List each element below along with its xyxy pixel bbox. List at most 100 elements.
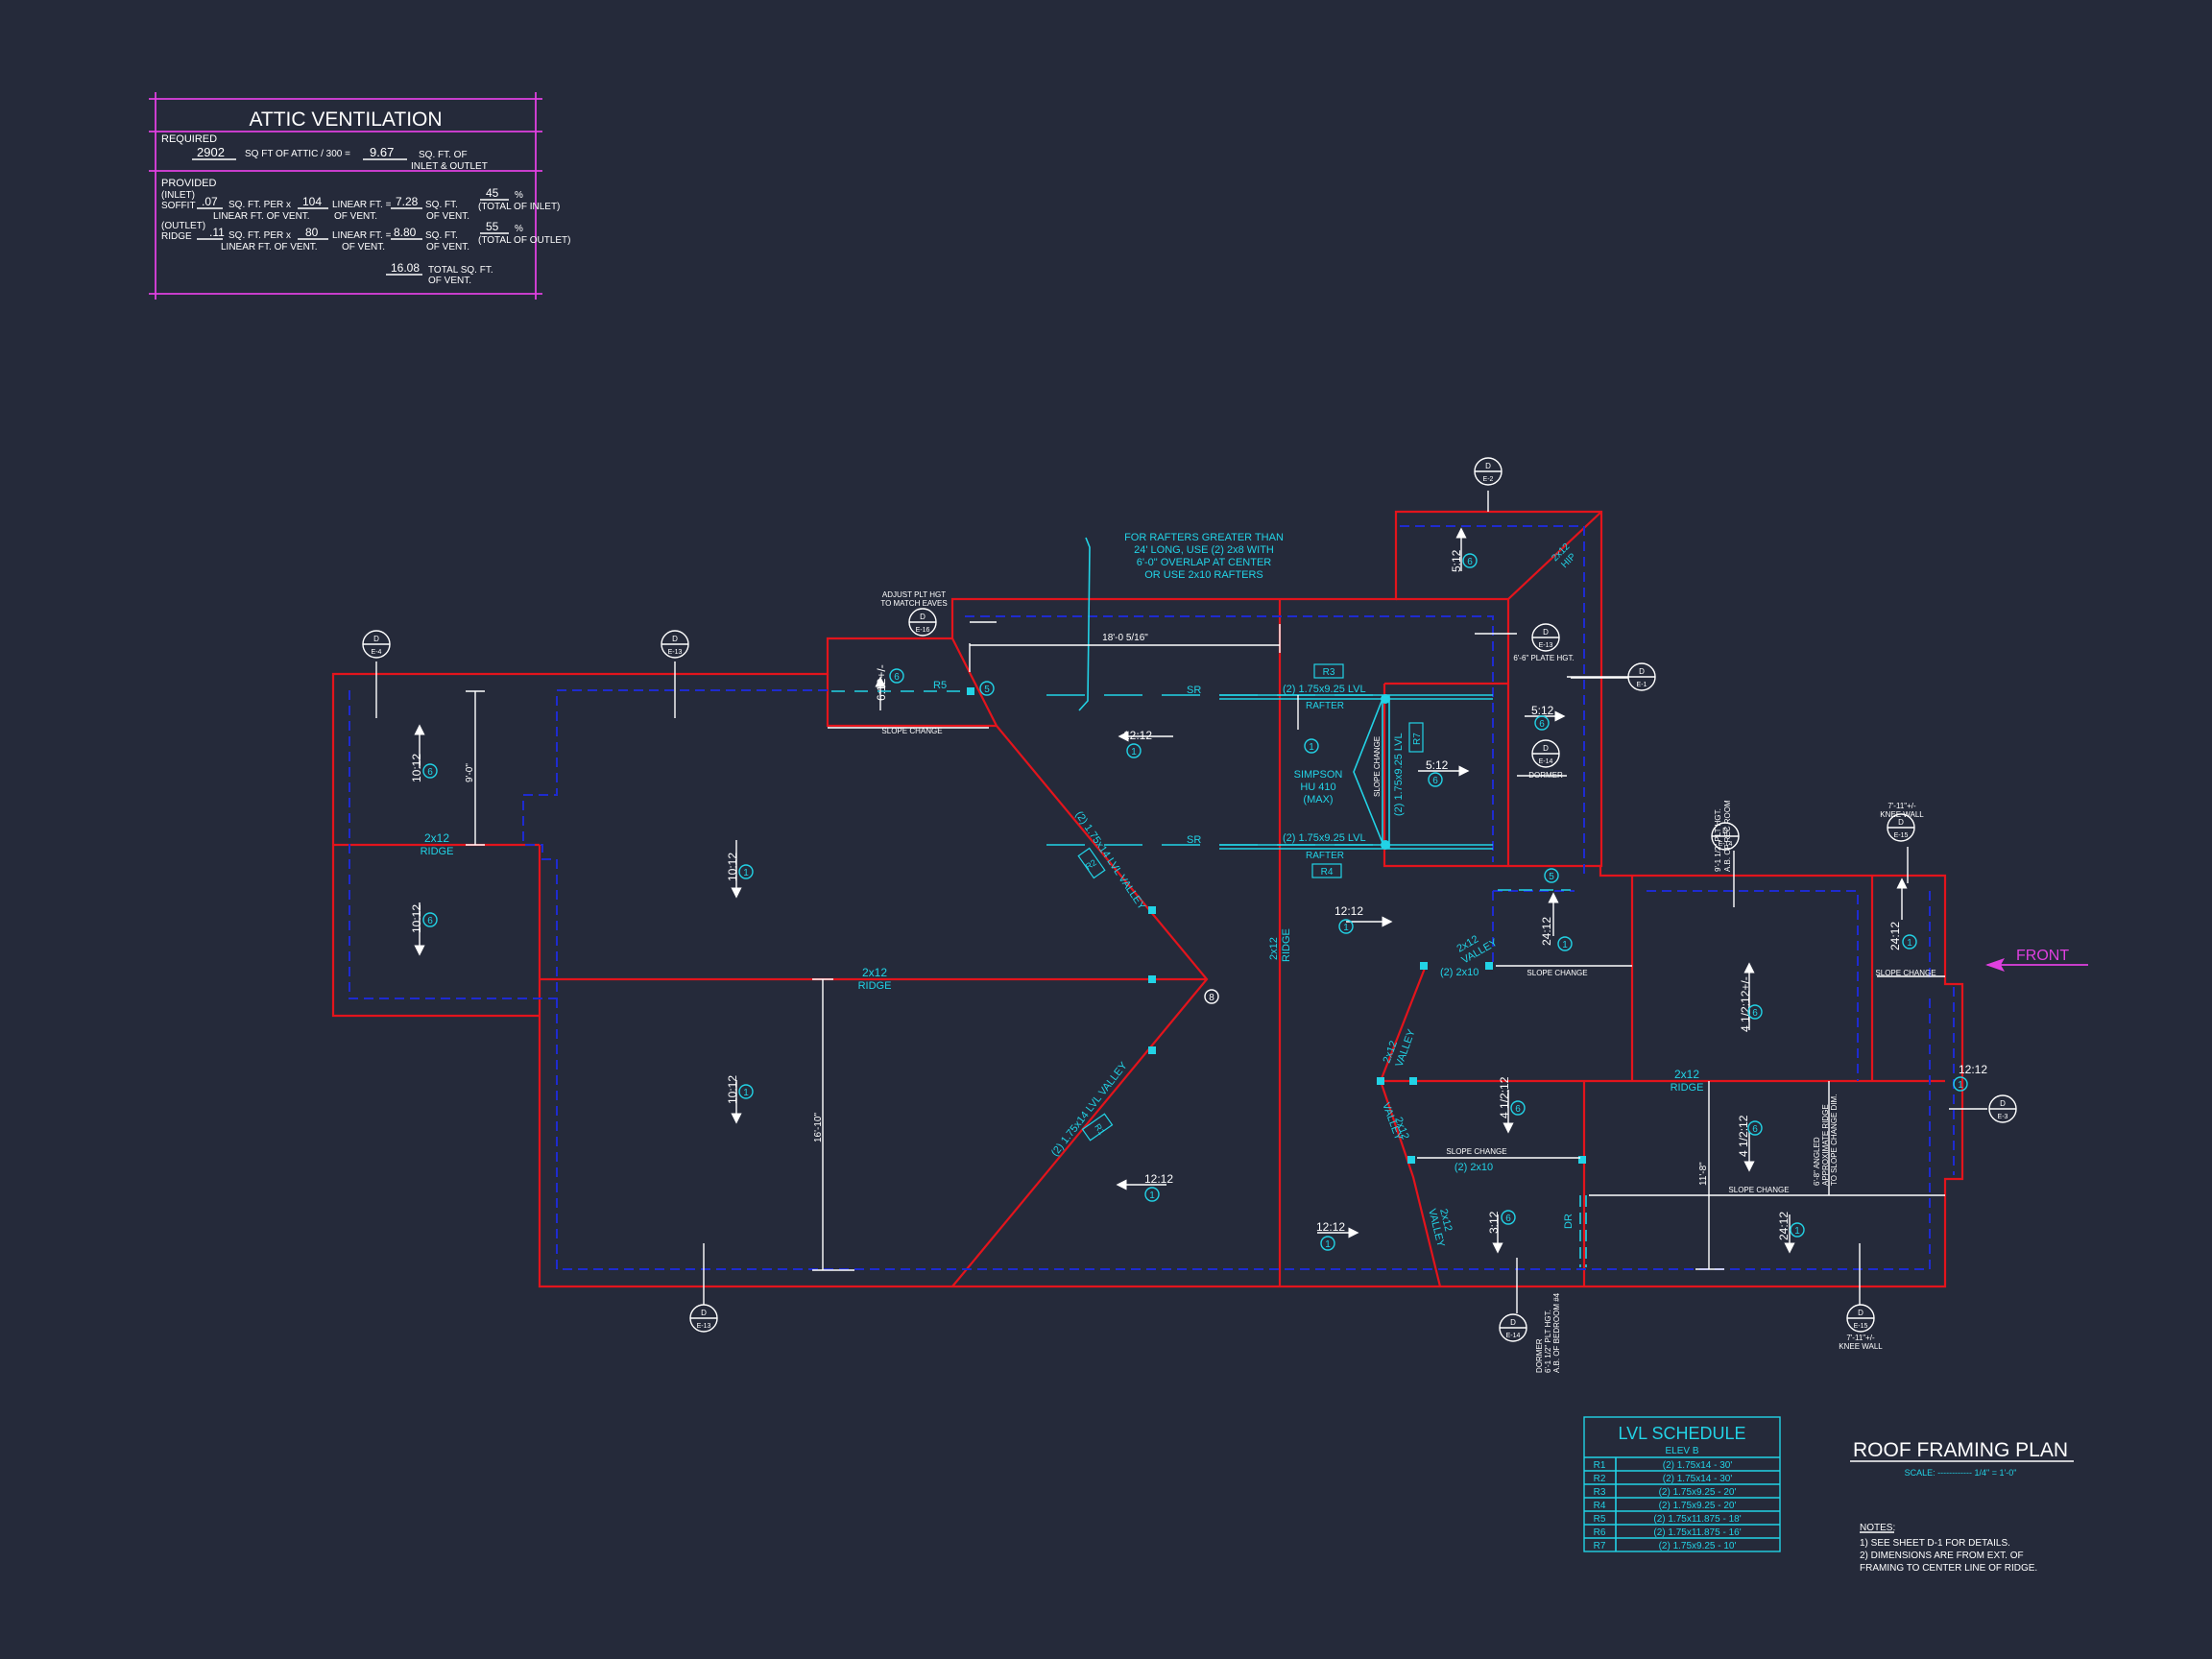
lvl-row-spec: (2) 1.75x9.25 - 20' <box>1659 1501 1737 1511</box>
lvl-row-id: R5 <box>1594 1514 1606 1525</box>
attic-req-value: 9.67 <box>370 145 394 159</box>
attic-ridge-lin: 80 <box>305 226 319 239</box>
exterior-walls <box>331 510 1964 1288</box>
adjust-label-2: TO MATCH EAVES <box>880 599 947 608</box>
angled-3: TO SLOPE CHANGE DIM. <box>1830 1094 1839 1186</box>
section-ref: E-13 <box>668 649 683 656</box>
ridge-2x12-left: 2x12 <box>424 831 449 845</box>
section-d: D <box>1898 818 1904 827</box>
bubble-1: 1 <box>1790 1222 1805 1238</box>
attic-req-sqft: 2902 <box>197 145 225 159</box>
attic-sqft-per: SQ. FT. PER x <box>228 200 291 210</box>
ridge-2x12-vert: 2x12 <box>1268 937 1280 960</box>
attic-req-text: SQ FT OF ATTIC / 300 = <box>245 149 350 159</box>
slope-12-12-a: 12:12 <box>1123 729 1152 742</box>
valley-lvl-lower: (2) 1.75x14 LVL VALLEY <box>1049 1060 1130 1159</box>
attic-sqft-per2: SQ. FT. PER x <box>228 230 291 241</box>
slope-change-2: SLOPE CHANGE <box>1527 969 1587 977</box>
detail-bubbles: 6 5 6 6 1 1 1 1 1 1 1 6 6 6 5 1 6 6 1 1 … <box>422 553 1968 1251</box>
knee-wall-top-1: 7'-11"+/- <box>1887 802 1916 810</box>
slope-5-12-b: 5:12 <box>1531 704 1554 717</box>
dim-11-8: 11'-8" <box>1698 1162 1709 1186</box>
section-d: D <box>1639 667 1645 676</box>
dr-label: DR <box>1563 1214 1575 1229</box>
attic-ventilation-table: ATTIC VENTILATION REQUIRED 2902 SQ FT OF… <box>149 92 570 300</box>
front-label: FRONT <box>2016 948 2069 964</box>
slope-10-12-c: 10:12 <box>726 853 739 881</box>
attic-title: ATTIC VENTILATION <box>249 108 442 131</box>
r4-tag: R4 <box>1321 867 1334 878</box>
bubble-text: 1 <box>743 868 749 878</box>
slope-4-5-12-b: 4 1/2:12 <box>1737 1115 1750 1157</box>
bubble-text: 1 <box>1958 1080 1963 1091</box>
slope-4-5-12-a: 4 1/2:12+/- <box>1739 976 1752 1032</box>
bubble-1: 1 <box>1126 743 1142 758</box>
attic-total-inlet: (TOTAL OF INLET) <box>478 202 560 212</box>
r7-tag: R7 <box>1412 733 1423 745</box>
section-d: D <box>1722 827 1728 835</box>
bubble-text: 1 <box>1131 747 1137 757</box>
section-ref: E-13 <box>697 1323 711 1330</box>
attic-soffit-total: 7.28 <box>396 195 419 208</box>
slope-10-12-d: 10:12 <box>726 1075 739 1104</box>
lvl-row-id: R3 <box>1594 1487 1606 1498</box>
slope-24-12-a: 24:12 <box>1540 917 1553 946</box>
section-marker-dormer: DE-14 <box>1531 739 1560 768</box>
bubble-6: 6 <box>1462 553 1478 568</box>
section-marker-e13-b: DE-13 <box>1531 623 1560 652</box>
section-ref: E-16 <box>916 627 930 634</box>
section-ref: E-4 <box>372 649 382 656</box>
bubble-8: 8 <box>1204 989 1219 1004</box>
section-marker-e14: DE-14 <box>1711 822 1740 851</box>
slope-3-12: 3:12 <box>1487 1211 1501 1234</box>
bubble-text: 6 <box>1539 719 1545 730</box>
slope-24-12-c: 24:12 <box>1777 1212 1791 1240</box>
bubble-text: 6 <box>1752 1008 1758 1019</box>
slope-10-12-a: 10:12 <box>410 754 423 782</box>
ridge-left: RIDGE <box>421 846 454 857</box>
attic-req-text2: SQ. FT. OF <box>419 150 468 160</box>
note-3: FRAMING TO CENTER LINE OF RIDGE. <box>1860 1563 2037 1574</box>
bubble-6: 6 <box>1534 715 1550 731</box>
section-d: D <box>1543 744 1549 753</box>
section-d: D <box>373 635 379 643</box>
ridge-mid: RIDGE <box>858 980 892 992</box>
adjust-label: ADJUST PLT HGT <box>882 590 946 599</box>
dormer-bottom-1: DORMER <box>1535 1338 1544 1373</box>
attic-soffit-per: .07 <box>202 195 218 208</box>
bubble-6: 6 <box>889 668 904 684</box>
rafter-note-4: OR USE 2x10 RAFTERS <box>1144 569 1262 581</box>
slope-6-12: 6:12+/- <box>875 664 888 701</box>
lvl-row-spec: (2) 1.75x14 - 30' <box>1663 1460 1733 1471</box>
bubble-text: 1 <box>1794 1226 1800 1237</box>
lvl-row-id: R6 <box>1594 1527 1606 1538</box>
lvl-row-id: R2 <box>1594 1474 1606 1484</box>
attic-sqft: SQ. FT. <box>425 200 458 210</box>
notes-title: NOTES: <box>1860 1523 1895 1533</box>
attic-grand-total: 16.08 <box>391 261 420 275</box>
attic-sqft2: SQ. FT. <box>425 230 458 241</box>
simpson-3: (MAX) <box>1303 794 1333 805</box>
plan-labels: ADJUST PLT HGT TO MATCH EAVES 18'-0 5/16… <box>421 532 2088 1373</box>
lvl-schedule-subtitle: ELEV B <box>1665 1446 1698 1456</box>
slope-12-12-b: 12:12 <box>1144 1172 1173 1186</box>
bubble-6: 6 <box>1510 1100 1526 1116</box>
angled-2: APPROXIMATE RIDGE <box>1821 1104 1830 1186</box>
bubble-text: 6 <box>1432 776 1438 786</box>
lvl-rafter-bottom: (2) 1.75x9.25 LVL <box>1283 832 1366 844</box>
lvl-schedule-rows: R1(2) 1.75x14 - 30'R2(2) 1.75x14 - 30'R3… <box>1584 1460 1780 1551</box>
attic-pct2: % <box>515 224 523 234</box>
slope-change-3: SLOPE CHANGE <box>1875 969 1936 977</box>
section-ref: E-15 <box>1854 1323 1868 1330</box>
bubble-6: 6 <box>422 912 438 927</box>
bubble-text: 5 <box>984 685 990 695</box>
section-d: D <box>1858 1309 1863 1317</box>
lvl-rafter-top: (2) 1.75x9.25 LVL <box>1283 684 1366 695</box>
attic-req-text3: INLET & OUTLET <box>411 161 488 172</box>
twox10-b: (2) 2x10 <box>1455 1162 1493 1173</box>
bubble-1: 1 <box>738 1084 754 1099</box>
section-markers: DE-4 DE-13 DE-16 DE-2 DE-13 DE-1 DE-14 D… <box>362 457 2017 1342</box>
slope-10-12-b: 10:12 <box>410 904 423 933</box>
section-marker-e16: DE-16 <box>908 608 937 637</box>
attic-of-vent: OF VENT. <box>334 211 377 222</box>
